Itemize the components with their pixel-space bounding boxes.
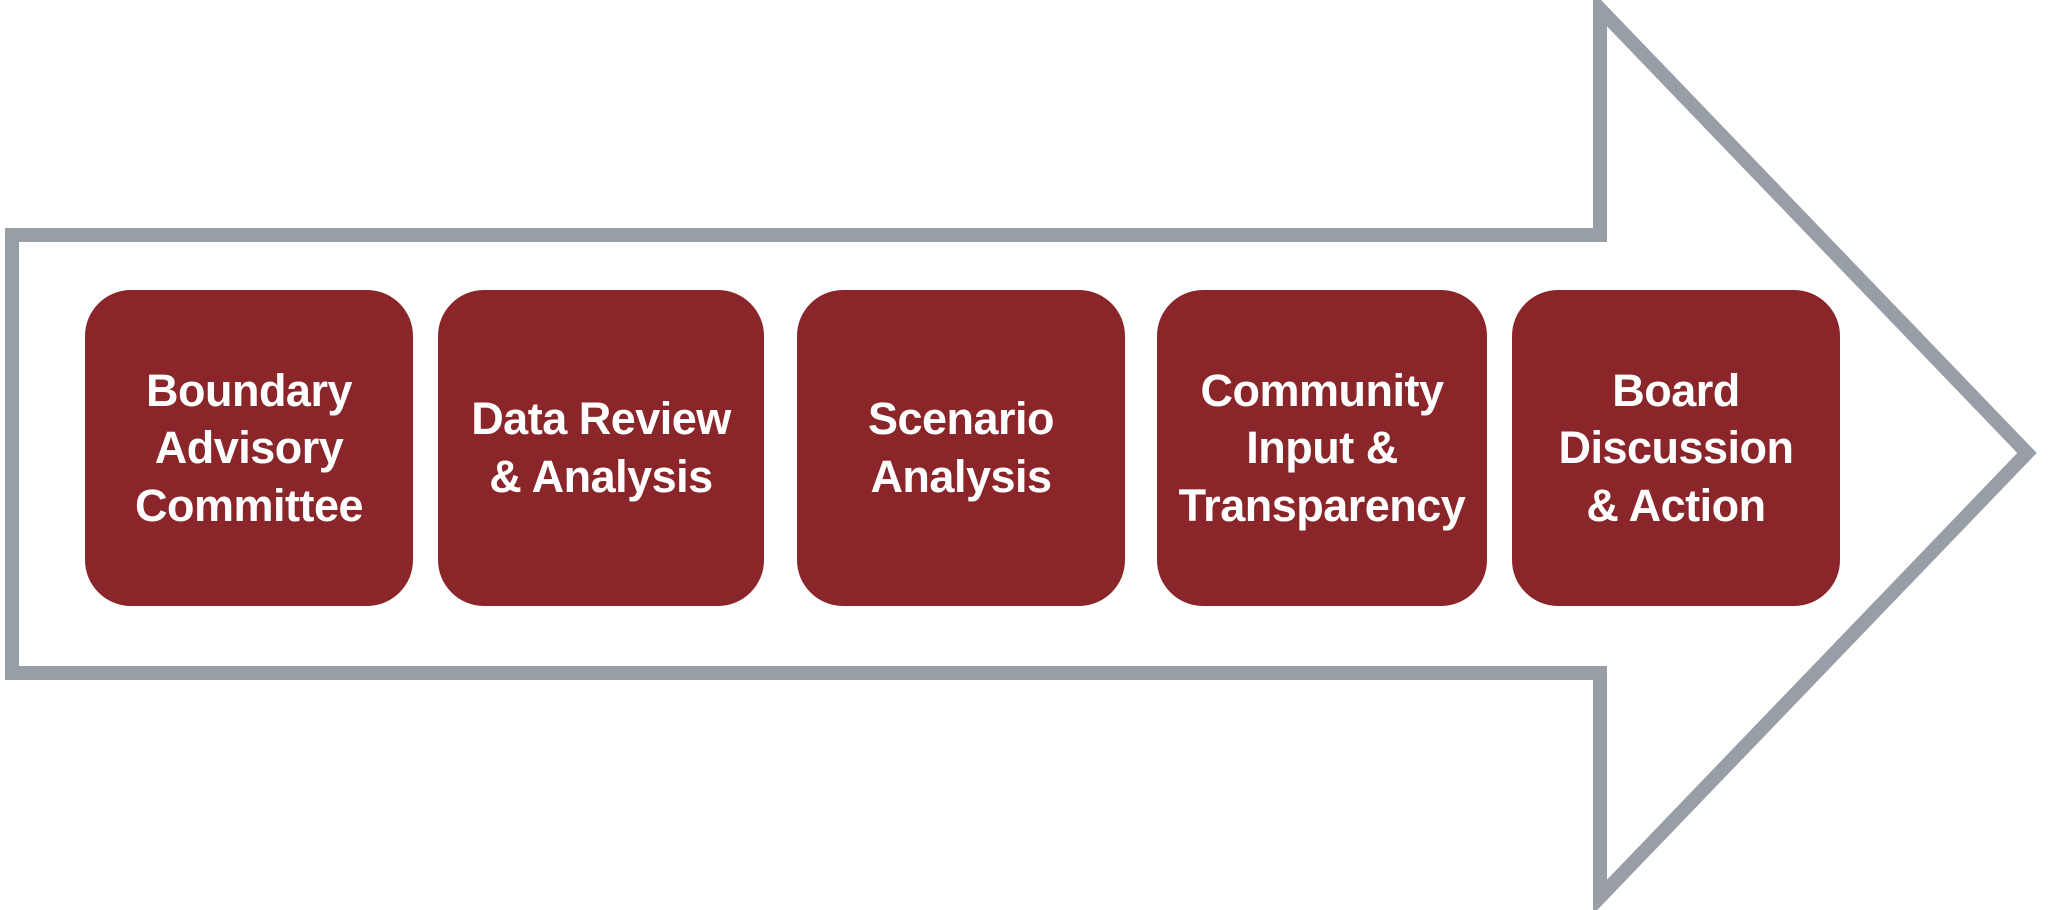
step-box-board-discussion-action: Board Discussion & Action <box>1512 290 1840 606</box>
step-label: Boundary Advisory Committee <box>134 364 364 531</box>
step-box-scenario-analysis: Scenario Analysis <box>797 290 1125 606</box>
step-box-boundary-advisory-committee: Boundary Advisory Committee <box>85 290 413 606</box>
step-label: Community Input & Transparency <box>1178 364 1466 531</box>
step-box-community-input-transparency: Community Input & Transparency <box>1157 290 1487 606</box>
step-label: Data Review & Analysis <box>471 393 731 502</box>
step-label: Scenario Analysis <box>867 393 1055 502</box>
step-label: Board Discussion & Action <box>1558 364 1794 531</box>
step-box-data-review-analysis: Data Review & Analysis <box>438 290 764 606</box>
